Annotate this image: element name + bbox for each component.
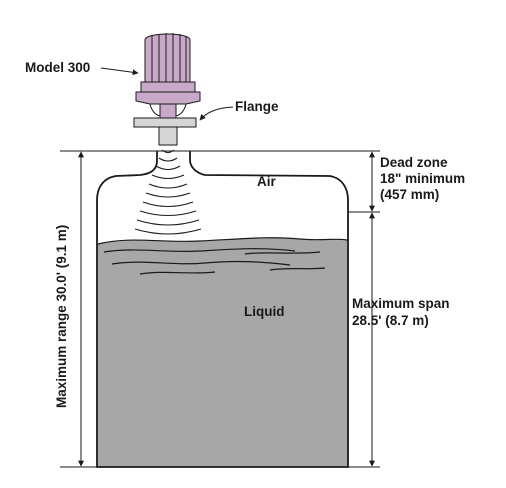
max-span-label-line1: Maximum span bbox=[352, 296, 450, 311]
dead-zone-label-line3: (457 mm) bbox=[380, 187, 439, 202]
dead-zone-label-line1: Dead zone bbox=[380, 155, 448, 170]
model-leader-line bbox=[100, 67, 139, 76]
max-span-label-line2: 28.5' (8.7 m) bbox=[352, 313, 429, 328]
flange-neck bbox=[158, 126, 178, 146]
model-label: Model 300 bbox=[25, 60, 90, 75]
max-range-label: Maximum range 30.0' (9.1 m) bbox=[54, 225, 69, 408]
liquid-surface-waves bbox=[97, 237, 348, 275]
flange-label: Flange bbox=[235, 99, 279, 114]
dead-zone-label-line2: 18" minimum bbox=[380, 171, 465, 186]
liquid-fill bbox=[97, 237, 348, 467]
sensor-model-300 bbox=[135, 33, 201, 119]
liquid-label: Liquid bbox=[244, 304, 285, 319]
flange-leader-line bbox=[199, 106, 234, 121]
air-label: Air bbox=[257, 174, 277, 189]
flange-plate bbox=[133, 117, 197, 128]
